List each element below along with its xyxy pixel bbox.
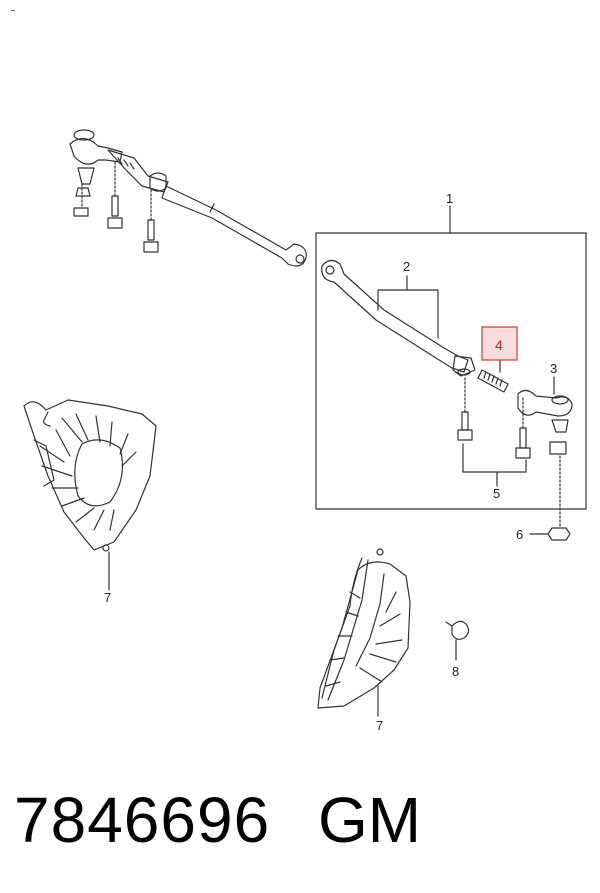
bolts xyxy=(457,377,531,487)
retaining-clip xyxy=(445,620,470,661)
part-number: 7846696 xyxy=(14,784,271,856)
callout-7-left: 7 xyxy=(104,590,111,605)
callout-2: 2 xyxy=(403,259,410,274)
dust-shield-left xyxy=(23,399,157,591)
callout-5: 5 xyxy=(493,486,500,501)
assembly-box xyxy=(315,232,587,510)
dust-shield-right xyxy=(317,548,411,717)
adjuster-sleeve xyxy=(477,359,509,393)
callout-4: 4 xyxy=(495,337,503,353)
brand-name: GM xyxy=(318,784,422,856)
tie-rod-end xyxy=(517,376,573,527)
inner-tie-rod xyxy=(321,259,476,377)
corner-mark xyxy=(11,10,15,11)
callout-7-right: 7 xyxy=(376,718,383,733)
highlight-box xyxy=(481,326,518,361)
callout-8: 8 xyxy=(452,664,459,679)
callout-6: 6 xyxy=(516,527,523,542)
callout-1: 1 xyxy=(446,191,453,206)
callout-3: 3 xyxy=(550,361,557,376)
outer-tie-rod-assembly xyxy=(69,129,307,267)
castle-nut xyxy=(529,527,571,541)
